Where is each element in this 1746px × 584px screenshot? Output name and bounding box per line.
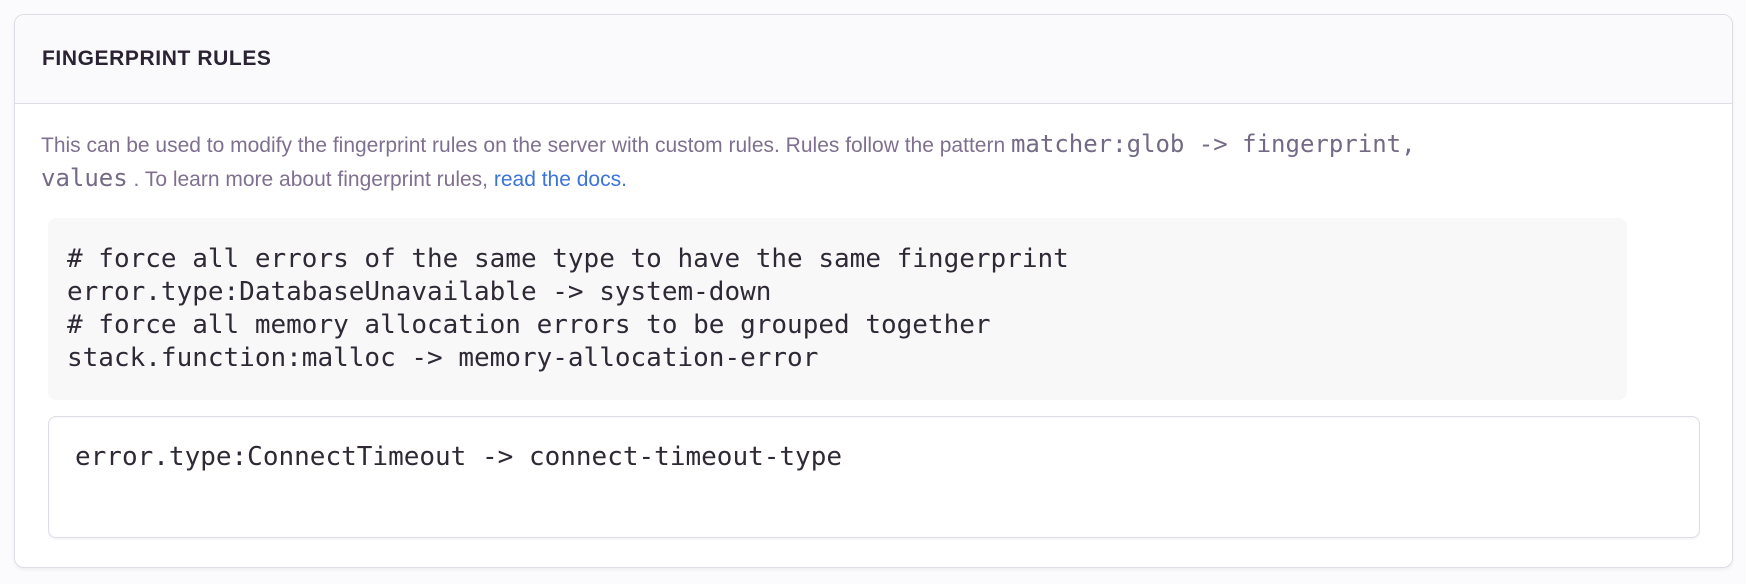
- pattern-code-snippet: matcher:glob -> fingerprint,: [1010, 130, 1416, 158]
- description-line-1: This can be used to modify the fingerpri…: [41, 128, 1706, 162]
- example-code-line: error.type:DatabaseUnavailable -> system…: [67, 277, 772, 307]
- panel-title: FINGERPRINT RULES: [42, 47, 272, 70]
- read-the-docs-link[interactable]: read the docs.: [493, 168, 627, 191]
- description-text-2: . To learn more about fingerprint rules,: [127, 168, 494, 191]
- example-code-line: # force all memory allocation errors to …: [67, 310, 991, 340]
- fingerprint-rules-panel: FINGERPRINT RULES This can be used to mo…: [14, 14, 1733, 568]
- panel-body: This can be used to modify the fingerpri…: [15, 104, 1732, 568]
- panel-description: This can be used to modify the fingerpri…: [41, 128, 1706, 196]
- panel-header: FINGERPRINT RULES: [15, 15, 1732, 104]
- description-text-1: This can be used to modify the fingerpri…: [41, 134, 1011, 157]
- example-code-line: stack.function:malloc -> memory-allocati…: [67, 343, 819, 373]
- description-line-2: values . To learn more about fingerprint…: [41, 162, 1706, 196]
- fingerprint-rules-input[interactable]: error.type:ConnectTimeout -> connect-tim…: [48, 416, 1700, 538]
- pattern-code-snippet-values: values: [41, 164, 128, 192]
- example-code-line: # force all errors of the same type to h…: [67, 244, 1069, 274]
- example-code-block: # force all errors of the same type to h…: [48, 218, 1627, 400]
